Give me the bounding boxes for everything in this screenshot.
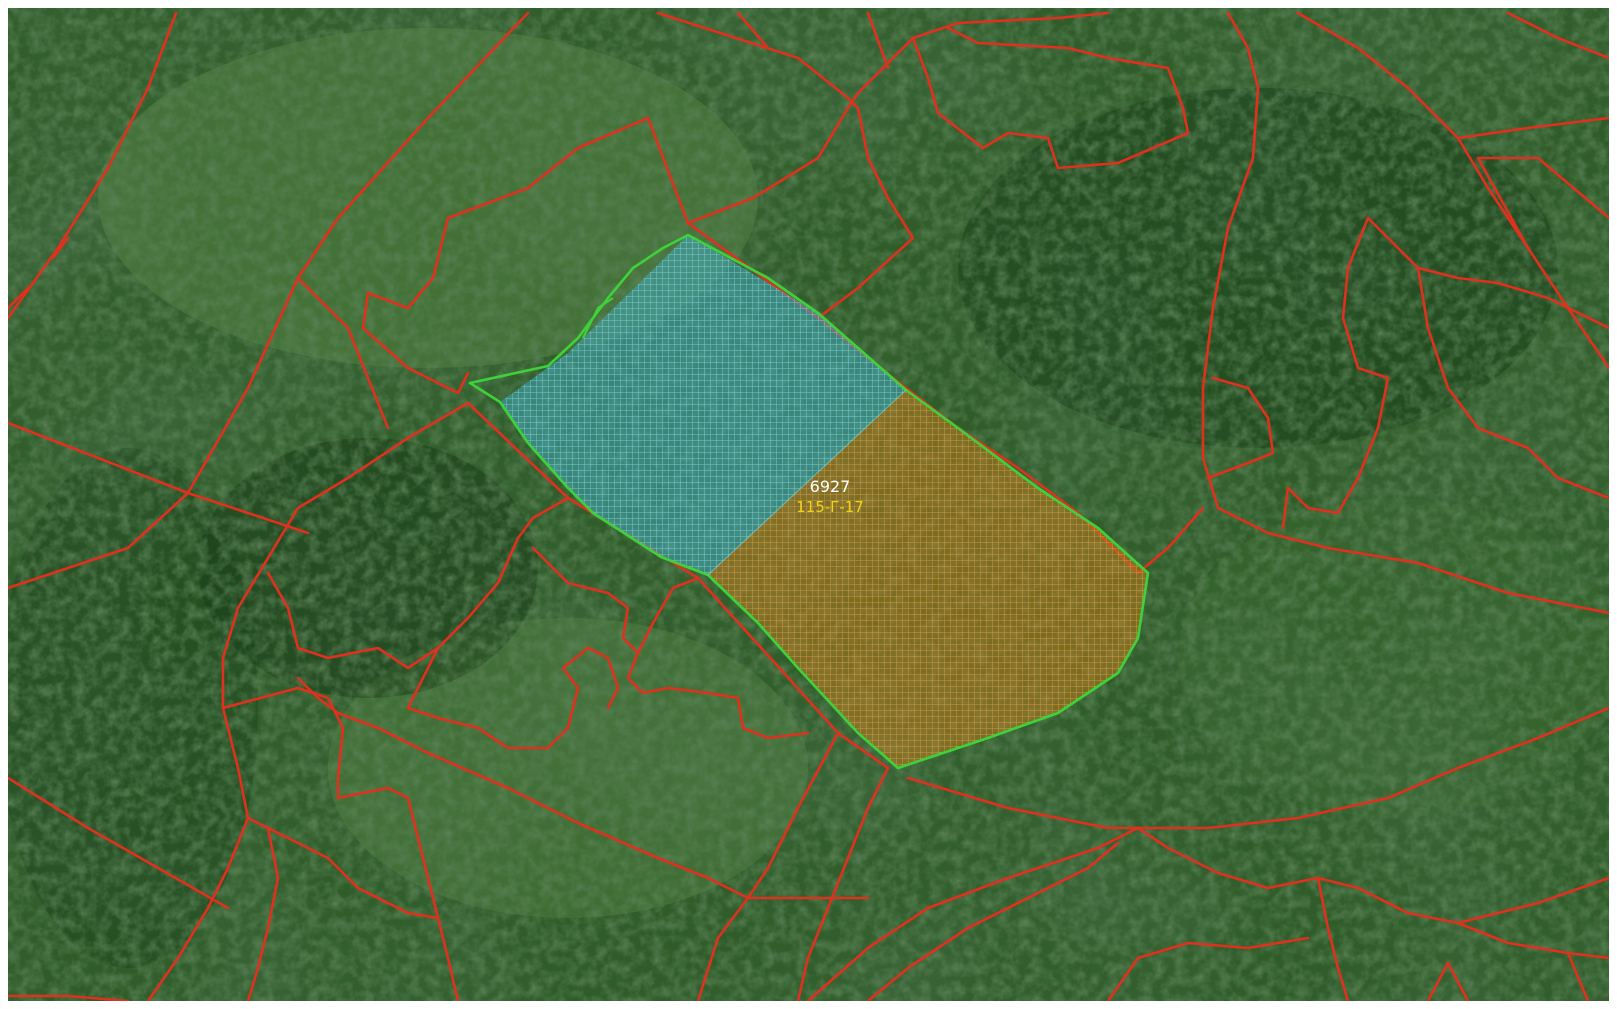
parcel-boundary [1426, 961, 1470, 1001]
parcel-boundary [146, 401, 470, 1001]
selected-parcel[interactable]: 6927 115-Г-17 [468, 233, 1150, 770]
parcel-boundary [1316, 876, 1609, 925]
parcel-code-label: 115-Г-17 [796, 498, 864, 516]
parcel-boundary [1316, 876, 1350, 1001]
parcel-boundary [746, 731, 840, 900]
parcel-boundary [8, 11, 530, 590]
parcel-boundary [1506, 11, 1609, 60]
selection-outline-spur [582, 297, 614, 339]
parcel-boundary [656, 11, 860, 110]
parcel-boundary [866, 11, 890, 70]
parcel-boundary [51, 236, 70, 260]
parcel-boundary [1136, 506, 1205, 575]
parcel-boundary [8, 11, 178, 320]
parcel-boundary [1566, 951, 1590, 1001]
parcel-boundary [8, 286, 30, 310]
parcel-boundary [1366, 216, 1609, 330]
parcel-boundary [1476, 156, 1609, 250]
parcel-boundary [1416, 266, 1609, 500]
parcel-boundary [696, 896, 750, 1001]
parcel-boundary [466, 401, 890, 770]
parcel-boundary [911, 26, 1190, 170]
parcel-zone-b[interactable] [708, 390, 1148, 768]
parcel-boundary [816, 106, 915, 320]
parcel-number-label: 6927 [810, 477, 851, 496]
zone-divider [707, 389, 907, 576]
aerial-map[interactable]: 6927 115-Г-17 [8, 8, 1609, 1001]
parcel-boundary [406, 646, 620, 750]
parcel-boundary [8, 994, 130, 1001]
parcel-boundary [1106, 936, 1310, 1001]
parcel-boundary [806, 826, 1140, 1001]
parcel-zone-a[interactable] [500, 235, 906, 575]
parcel-boundary [686, 11, 1110, 225]
parcel-boundary [1206, 376, 1275, 480]
parcel-boundary [1456, 116, 1609, 140]
parcel-boundary [531, 546, 700, 655]
selection-outline [468, 233, 1150, 770]
parcel-boundary [296, 276, 390, 430]
parcel-boundary [906, 706, 1609, 830]
parcel-boundary [296, 676, 750, 900]
parcel-boundary [866, 841, 1120, 1001]
parcel-boundary [1281, 216, 1390, 530]
parcel-boundary [8, 421, 310, 535]
parcel-boundary [361, 116, 690, 395]
parcel-boundary [266, 496, 570, 670]
parcel-boundary [246, 816, 440, 920]
parcel-boundary [1296, 11, 1609, 370]
parcel-boundary [246, 826, 280, 1001]
parcel-boundary [796, 766, 890, 1001]
parcel-boundary [736, 11, 770, 50]
parcel-boundary [1201, 11, 1609, 615]
parcel-boundary [1136, 826, 1320, 890]
parcel-boundary [1456, 921, 1609, 960]
parcel-boundary [8, 776, 230, 910]
parcel-boundary [626, 651, 810, 740]
